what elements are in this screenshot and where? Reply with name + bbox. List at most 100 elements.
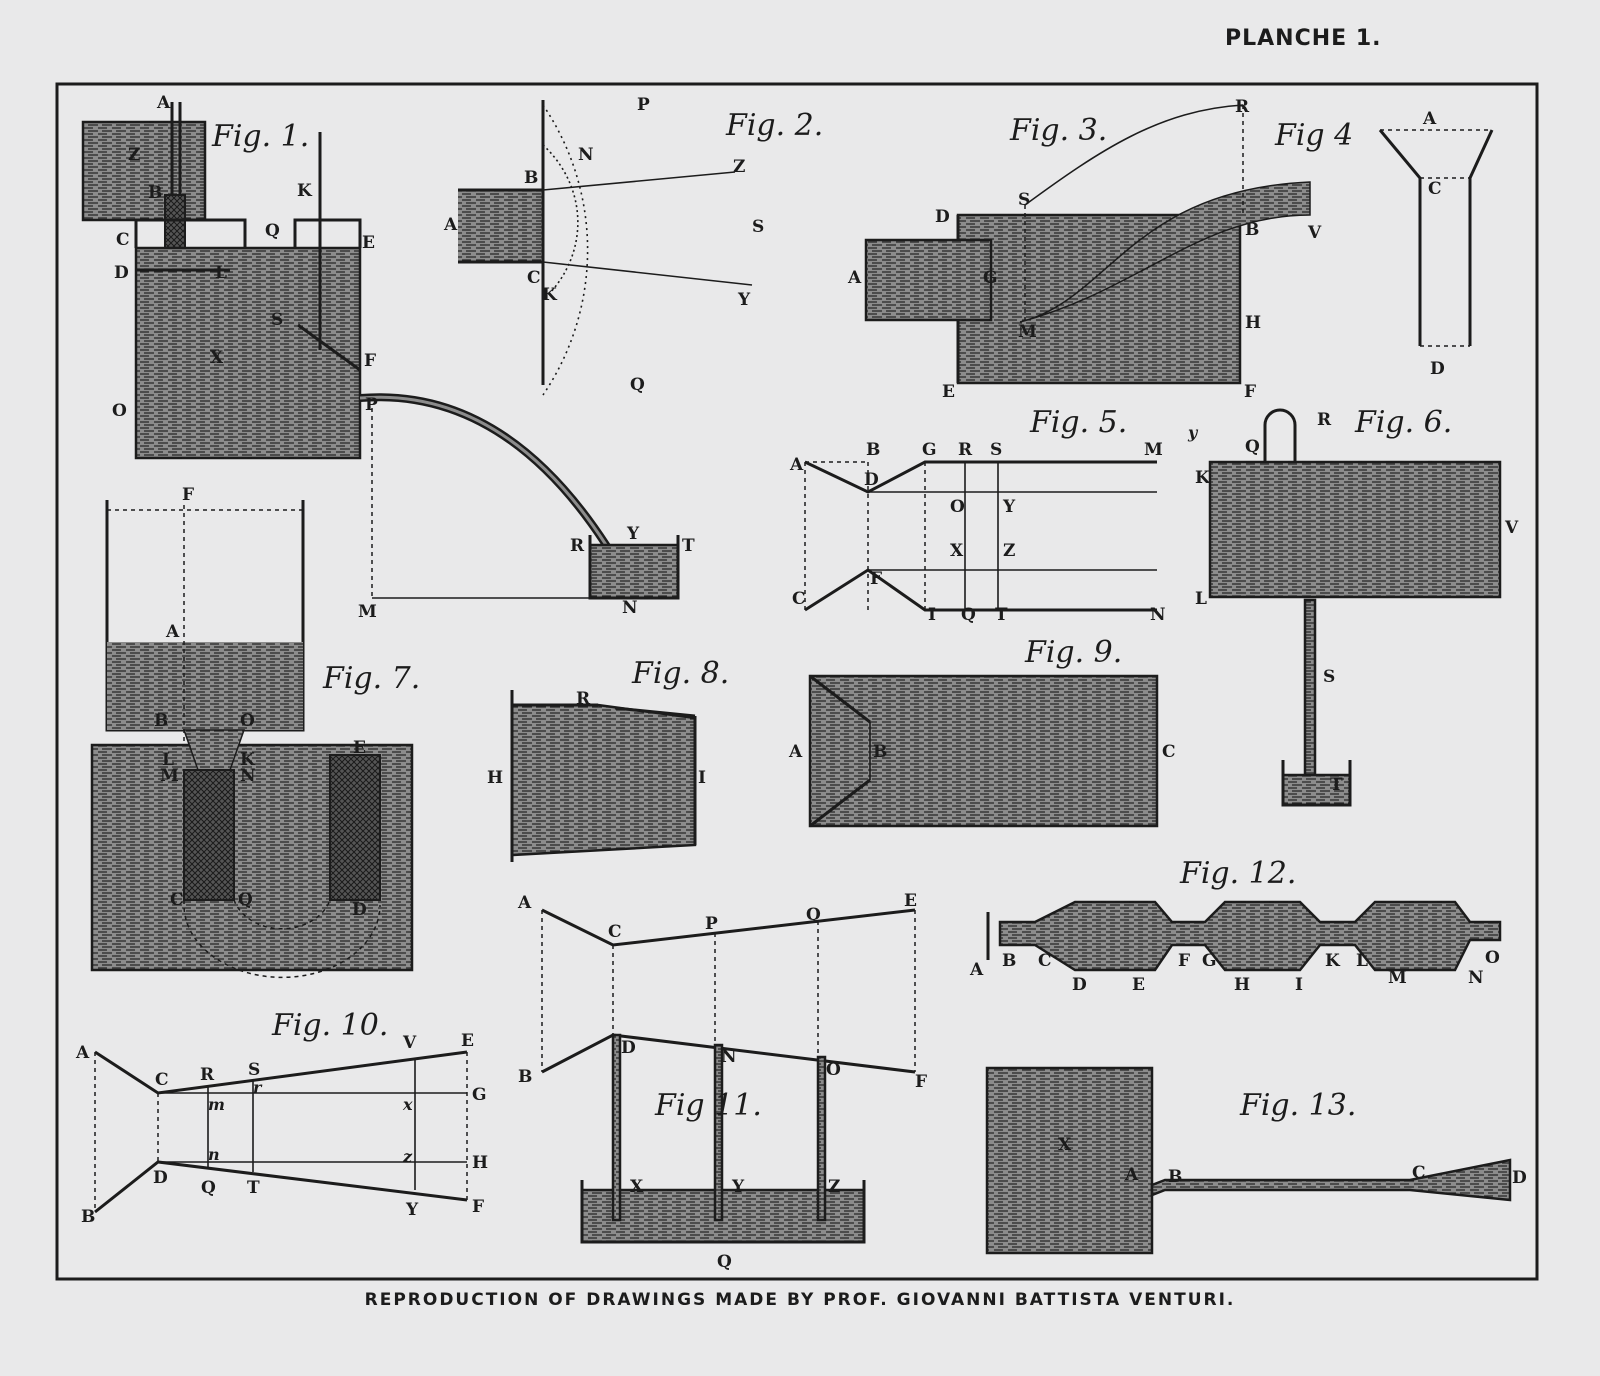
fig10-point-label: E [461, 1031, 474, 1051]
fig12-point-label: M [1388, 968, 1407, 988]
figure-9: Fig. 9. [808, 635, 1159, 828]
fig5-point-label: B [866, 440, 880, 460]
fig12-point-label: I [1295, 975, 1303, 995]
fig5-point-label: X [950, 541, 964, 561]
fig10-point-label: D [153, 1168, 168, 1188]
fig11-point-label: X [630, 1177, 644, 1197]
fig7-point-label: D [352, 900, 367, 920]
fig7-point-label: E [353, 738, 366, 758]
fig2-point-label: P [637, 95, 650, 115]
fig1-point-label: Y [626, 524, 640, 544]
fig11-point-label: B [518, 1067, 532, 1087]
fig1-point-label: R [570, 536, 585, 556]
fig11-point-label: Q [806, 905, 821, 925]
fig9-point-label: C [1162, 742, 1176, 762]
fig13-title: Fig. 13. [1239, 1088, 1356, 1123]
fig12-title: Fig. 12. [1179, 856, 1296, 891]
fig1-reservoir-z [81, 120, 207, 222]
fig6-point-label: V [1504, 518, 1519, 538]
fig2-point-label: S [752, 217, 764, 237]
figure-1: Fig. 1. [81, 102, 680, 600]
fig3-point-label: R [1235, 97, 1250, 117]
fig11-point-label: E [904, 891, 917, 911]
fig1-point-label: S [271, 310, 283, 330]
fig2-point-label: A [443, 215, 458, 235]
fig6-point-label: S [1323, 667, 1335, 687]
fig11-title: Fig 11. [654, 1088, 762, 1123]
fig10-point-label: x [402, 1095, 413, 1114]
fig5-point-label: Q [961, 605, 976, 625]
fig11-point-label: A [517, 893, 532, 913]
fig10-point-label: Q [201, 1178, 216, 1198]
figure-8: Fig. 8. [510, 656, 729, 862]
fig5-point-label: T [995, 605, 1008, 625]
fig11-point-label: Q [717, 1252, 732, 1272]
fig1-point-label: O [112, 401, 127, 421]
fig5-point-label: D [864, 470, 879, 490]
fig12-point-label: N [1468, 968, 1484, 988]
fig3-point-label: H [1245, 313, 1261, 333]
fig10-point-label: z [402, 1147, 413, 1166]
fig10-point-label: H [472, 1153, 488, 1173]
fig1-point-label: D [114, 263, 129, 283]
figure-13: Fig. 13. [985, 1066, 1512, 1255]
figure-12: Fig. 12. [986, 856, 1502, 972]
fig7-point-label: N [240, 766, 256, 786]
fig7-title: Fig. 7. [322, 661, 420, 696]
figure-3: Fig. 3. [864, 104, 1311, 385]
fig12-point-label: F [1178, 951, 1190, 971]
fig11-point-label: F [915, 1072, 927, 1092]
fig5-point-label: O [950, 497, 965, 517]
fig2-point-label: B [524, 168, 538, 188]
fig10-point-label: A [75, 1043, 90, 1063]
fig2-point-label: Z [733, 157, 745, 177]
fig10-point-label: n [208, 1145, 220, 1164]
fig8-point-label: H [487, 768, 503, 788]
fig10-point-label: F [472, 1197, 484, 1217]
fig2-point-label: N [578, 145, 594, 165]
fig1-point-label: P [365, 395, 378, 415]
fig13-point-label: C [1412, 1163, 1426, 1183]
fig9-point-label: A [788, 742, 803, 762]
fig11-point-label: N [721, 1047, 737, 1067]
fig3-point-label: M [1018, 322, 1037, 342]
plate-caption: REPRODUCTION OF DRAWINGS MADE BY PROF. G… [364, 1290, 1236, 1310]
fig3-point-label: B [1245, 220, 1259, 240]
fig1-point-label: K [297, 181, 313, 201]
figure-7: Fig. 7. [90, 500, 420, 979]
fig2-point-label: K [542, 285, 558, 305]
fig5-point-label: S [990, 440, 1002, 460]
figure-4: Fig 4 [1274, 118, 1494, 347]
fig5-point-label: Y [1002, 497, 1016, 517]
fig9-point-label: B [873, 742, 887, 762]
figure-6: Fig. 6. [1208, 405, 1502, 807]
fig3-point-label: A [847, 268, 862, 288]
fig6-point-label: T [1330, 775, 1343, 795]
fig11-point-label: O [826, 1060, 841, 1080]
fig11-point-label: P [705, 914, 718, 934]
fig5-point-label: A [789, 455, 804, 475]
fig12-point-label: L [1356, 951, 1368, 971]
fig7-point-label: K [240, 750, 256, 770]
fig13-point-label: A [1124, 1165, 1139, 1185]
fig5-point-label: G [922, 440, 937, 460]
fig10-point-label: C [155, 1070, 169, 1090]
figure-10: Fig. 10. [94, 1008, 468, 1214]
plate-frame [55, 82, 1539, 1281]
fig5-point-label: F [870, 569, 882, 589]
fig7-point-label: B [154, 711, 168, 731]
fig3-title: Fig. 3. [1009, 113, 1107, 148]
fig10-point-label: r [253, 1078, 263, 1097]
fig13-point-label: X [1058, 1135, 1072, 1155]
fig1-point-label: Q [265, 221, 280, 241]
fig4-point-label: A [1422, 109, 1437, 129]
fig3-point-label: E [942, 382, 955, 402]
fig10-point-label: B [81, 1207, 95, 1227]
plate-label: PLANCHE 1. [1225, 26, 1382, 51]
fig10-point-label: G [472, 1085, 487, 1105]
fig1-tank-x [134, 246, 362, 460]
fig1-point-label: M [358, 602, 377, 622]
fig10-point-label: Y [405, 1200, 419, 1220]
fig1-point-label: C [116, 230, 130, 250]
fig1-point-label: E [362, 233, 375, 253]
